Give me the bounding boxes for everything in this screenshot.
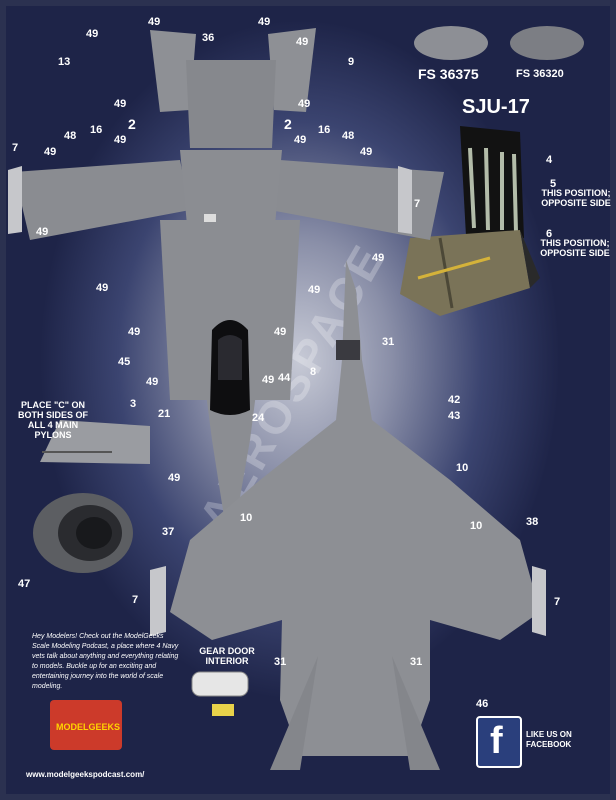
- callout: 7: [132, 594, 139, 606]
- callout: 49: [360, 146, 373, 158]
- callout: 47: [18, 578, 31, 590]
- callout-5: 5: [550, 178, 557, 190]
- callout: 3: [130, 398, 137, 410]
- callout: 42: [448, 394, 461, 406]
- callout: 16: [318, 124, 331, 136]
- callout: 49: [114, 98, 127, 110]
- callout: 49: [114, 134, 127, 146]
- callout: 7: [414, 198, 421, 210]
- callout: 49: [36, 226, 49, 238]
- callout: 2: [284, 116, 292, 132]
- callout: 43: [448, 410, 461, 422]
- callout: 49: [258, 16, 271, 28]
- callout: 38: [526, 516, 539, 528]
- seat-note-2: THIS POSITION; OPPOSITE SIDE: [540, 238, 610, 258]
- engine-nozzle-illustration: [33, 493, 133, 573]
- callout: 37: [162, 526, 175, 538]
- callout: 7: [12, 142, 19, 154]
- callout: 49: [128, 326, 141, 338]
- callout: 48: [64, 130, 77, 142]
- callout: 49: [308, 284, 321, 296]
- callout: 49: [146, 376, 159, 388]
- pylon-note: PLACE "C" ON BOTH SIDES OF ALL 4 MAIN PY…: [17, 400, 88, 440]
- callout: 21: [158, 408, 171, 420]
- swatch-fs36375: [414, 26, 488, 60]
- callout: 10: [240, 512, 253, 524]
- callout: 10: [470, 520, 483, 532]
- callout: 48: [342, 130, 355, 142]
- callout: 10: [456, 462, 469, 474]
- callout-4: 4: [546, 154, 553, 166]
- callout: 9: [348, 56, 355, 68]
- callout: 49: [96, 282, 109, 294]
- ejection-seat-illustration: [400, 126, 540, 316]
- callout: 49: [168, 472, 181, 484]
- callout: 46: [476, 698, 489, 710]
- callout: 16: [90, 124, 103, 136]
- modelgeeks-logo: [50, 700, 122, 750]
- callout: 36: [202, 32, 215, 44]
- swatch-fs36320: [510, 26, 584, 60]
- swatch-label: FS 36375: [418, 66, 479, 82]
- callout: 7: [554, 596, 561, 608]
- callout: 13: [58, 56, 71, 68]
- swatch-label: FS 36320: [516, 68, 564, 80]
- facebook-icon[interactable]: f: [476, 716, 522, 768]
- callout: 45: [118, 356, 131, 368]
- seat-note-1: THIS POSITION; OPPOSITE SIDE: [541, 188, 611, 208]
- seat-title: SJU-17: [462, 96, 530, 118]
- gear-door-illustration: [191, 671, 249, 716]
- callout: 49: [148, 16, 161, 28]
- callout: 31: [410, 656, 423, 668]
- modelgeeks-logo-text: MODELGEEKS: [56, 722, 121, 732]
- gear-door-note: GEAR DOOR INTERIOR: [199, 646, 255, 666]
- callout: 31: [274, 656, 287, 668]
- callout: 49: [372, 252, 385, 264]
- podcast-text: Hey Modelers! Check out the ModelGeeks S…: [32, 633, 179, 690]
- callout: 2: [128, 116, 136, 132]
- callout: 49: [262, 374, 275, 386]
- callout: 49: [294, 134, 307, 146]
- callout: 49: [274, 326, 287, 338]
- callout: 49: [86, 28, 99, 40]
- facebook-label[interactable]: LIKE US ON FACEBOOK: [526, 730, 572, 749]
- podcast-url: www.modelgeekspodcast.com/: [26, 770, 145, 779]
- callout: 49: [296, 36, 309, 48]
- callout-6: 6: [546, 228, 553, 240]
- callout: 49: [298, 98, 311, 110]
- callout: 8: [310, 366, 317, 378]
- callout: 31: [382, 336, 395, 348]
- callout: 49: [44, 146, 57, 158]
- callout: 24: [252, 412, 265, 424]
- callout: 44: [278, 372, 291, 384]
